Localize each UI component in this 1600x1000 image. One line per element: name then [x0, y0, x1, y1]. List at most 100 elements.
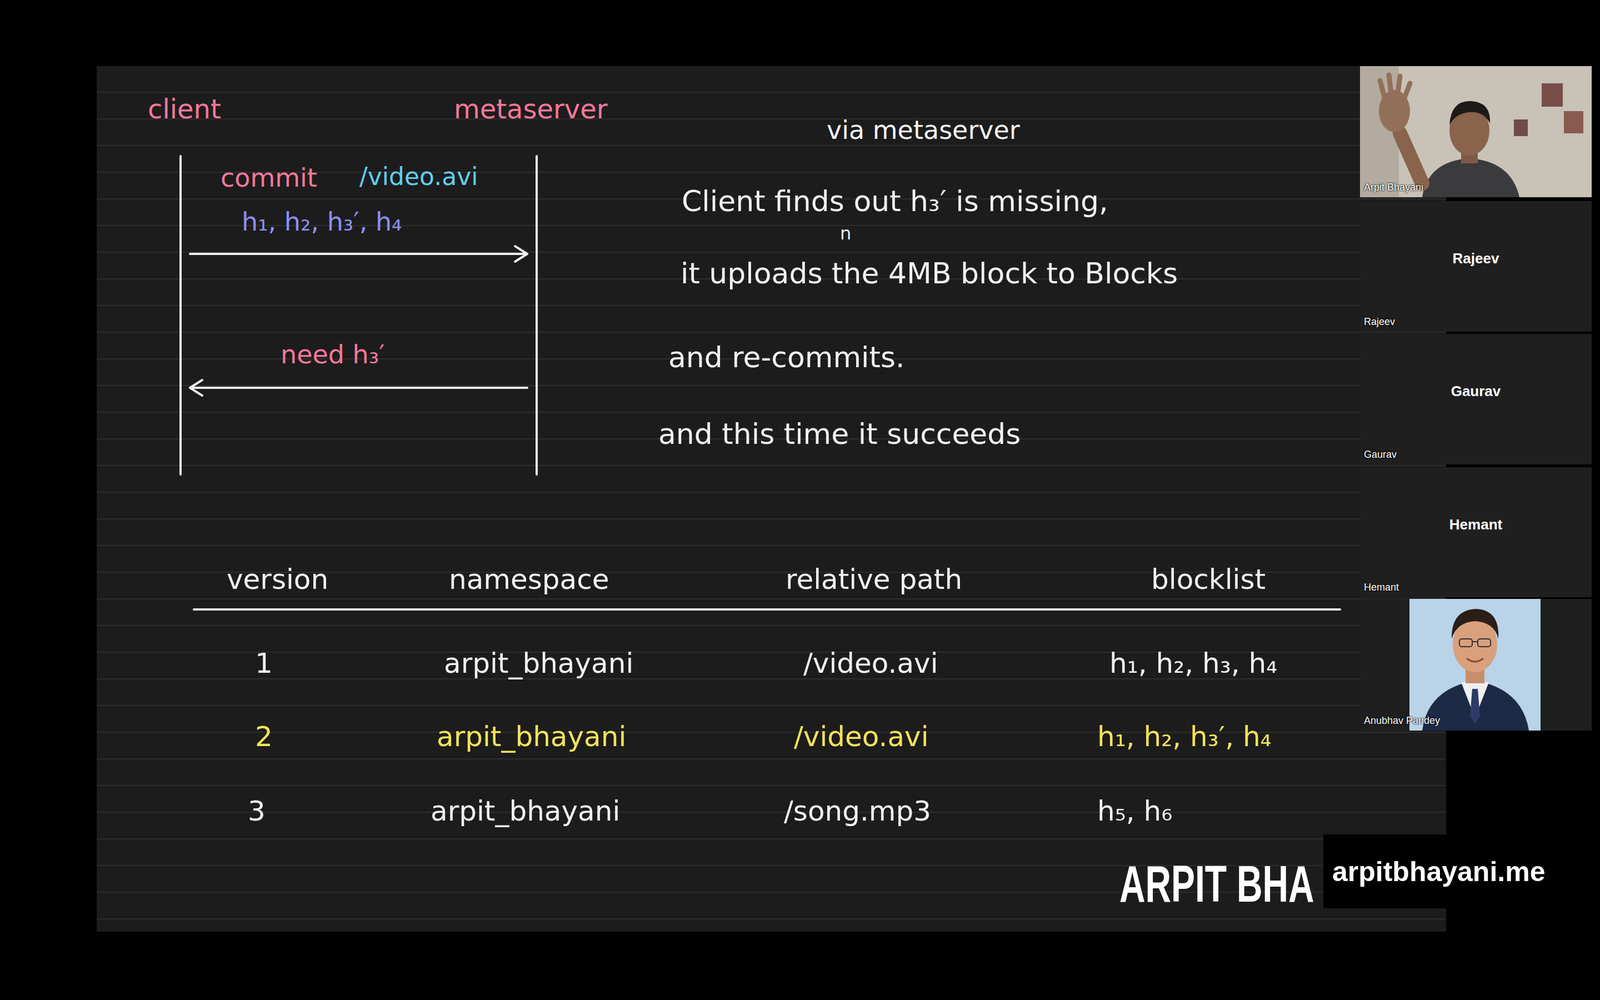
insertion-mark: n: [840, 222, 852, 244]
tile-caption: Hemant: [1360, 581, 1592, 598]
table-cell-text: /video.avi: [793, 720, 929, 753]
smile: [1466, 658, 1484, 662]
table-cell: arpit_bhayani: [443, 646, 634, 680]
tile-spacer: [1360, 598, 1592, 715]
table-cell: 1: [255, 646, 273, 680]
video-tile: [1360, 467, 1592, 598]
video-tile: RajeevRajeev: [1360, 201, 1592, 332]
table-cell-text: arpit_bhayani: [443, 647, 634, 680]
video-tile: [1360, 333, 1592, 465]
table-cell-text: /video.avi: [803, 647, 939, 680]
participant-header: metaserver: [453, 93, 608, 126]
table-cell: 3: [247, 794, 266, 828]
table-header: version: [226, 562, 329, 597]
hand-fingers: [1380, 75, 1410, 98]
arrow-shaft: [190, 252, 528, 255]
message-label: h₁, h₂, h₃′, h₄: [241, 206, 403, 238]
poster: [1541, 83, 1563, 107]
note-heading: via metaserver: [826, 115, 1020, 146]
table-cell-text: 3: [247, 795, 266, 828]
glasses: [1459, 638, 1473, 647]
message-label-text: h₁, h₂, h₃′, h₄: [241, 206, 403, 237]
table-cell: h₅, h₆: [1097, 794, 1173, 828]
table-header: namespace: [448, 562, 609, 597]
table-cell-text: arpit_bhayani: [430, 795, 620, 828]
note-text: Client finds out h₃′ is missing,: [681, 183, 1109, 219]
tile-caption: Gaurav: [1360, 448, 1592, 465]
participant-tile-name: Rajeev: [1360, 201, 1592, 317]
website-url: arpitbhayani.me: [1332, 855, 1545, 888]
person-shirt: [1422, 158, 1520, 198]
table-header-rule: [193, 608, 1340, 611]
video-tile: Anubhav Pandey: [1360, 598, 1592, 731]
table-cell-text: h₅, h₆: [1097, 795, 1173, 828]
message-arrow: [190, 380, 528, 396]
message-label-text: need h₃′: [280, 339, 385, 370]
video-tile: [1360, 598, 1592, 731]
message-arrow: [190, 246, 528, 262]
note-text: and re-commits.: [668, 340, 905, 375]
participant-tile-name: Hemant: [1360, 467, 1592, 582]
message-label-text: commit: [220, 162, 318, 193]
note-text: and this time it succeeds: [658, 416, 1021, 452]
note-text-text: Client finds out h₃′ is missing,: [681, 184, 1109, 218]
table-cell: /video.avi: [793, 720, 929, 754]
table-cell: arpit_bhayani: [430, 794, 620, 828]
table-cell: /song.mp3: [783, 794, 932, 828]
table-cell: arpit_bhayani: [436, 720, 627, 754]
glasses-bridge: [1472, 641, 1478, 643]
table-cell-text: arpit_bhayani: [436, 720, 627, 753]
website-badge: arpitbhayani.me: [1323, 834, 1554, 909]
glasses: [1477, 638, 1491, 647]
arrow-head: [190, 380, 203, 396]
table-cell: /video.avi: [803, 646, 939, 680]
note-heading-text: via metaserver: [826, 115, 1020, 145]
arrow-shaft: [190, 386, 528, 389]
message-path: /video.avi: [359, 162, 478, 192]
tile-caption: Rajeev: [1360, 316, 1592, 332]
message-label: commit: [220, 162, 318, 194]
watermark-text: ARPIT BHA: [1119, 855, 1315, 913]
poster: [1563, 111, 1584, 134]
video-tile: GauravGaurav: [1360, 333, 1592, 465]
participant-name: client: [147, 93, 222, 126]
table-cell: h₁, h₂, h₃, h₄: [1109, 646, 1278, 680]
participant-header: client: [147, 93, 222, 126]
table-header-text: blocklist: [1151, 563, 1266, 596]
client-lifeline: [179, 156, 182, 475]
photo-background: [1409, 598, 1541, 731]
note-text-text: it uploads the 4MB block to Blocks: [680, 256, 1178, 290]
message-path-text: /video.avi: [359, 162, 478, 191]
participant-name: metaserver: [453, 93, 608, 126]
participant-tile-name: Gaurav: [1360, 333, 1592, 449]
poster: [1513, 119, 1528, 137]
table-cell-text: 1: [255, 647, 273, 680]
tile-caption: Anubhav Pandey: [1360, 715, 1592, 731]
video-tile: HemantHemant: [1360, 467, 1592, 598]
video-tile: [1360, 201, 1592, 332]
profile-photo: [1409, 598, 1541, 731]
table-header-text: version: [226, 563, 329, 596]
note-text-text: and this time it succeeds: [658, 417, 1021, 451]
table-cell-text: h₁, h₂, h₃, h₄: [1109, 647, 1278, 680]
tie: [1470, 688, 1480, 724]
table-header-text: relative path: [785, 563, 963, 596]
video-tile: Arpit Bhayani: [1360, 66, 1592, 198]
hair: [1451, 608, 1499, 639]
arrow-head: [515, 246, 528, 262]
insertion-mark-text: n: [840, 222, 852, 244]
table-header: blocklist: [1151, 562, 1266, 597]
table-cell-text: 2: [255, 720, 273, 753]
table-cell: h₁, h₂, h₃′, h₄: [1097, 720, 1272, 754]
table-cell-text: h₁, h₂, h₃′, h₄: [1097, 720, 1272, 753]
message-label: need h₃′: [280, 339, 385, 370]
table-header-text: namespace: [448, 563, 609, 596]
tile-spacer: [1360, 66, 1592, 182]
table-cell: 2: [255, 720, 273, 754]
person-hair: [1449, 101, 1490, 125]
metaserver-lifeline: [535, 156, 538, 475]
table-cell-text: /song.mp3: [783, 795, 932, 828]
watermark: ARPIT BHA: [1119, 853, 1315, 915]
webcam-view: [1360, 66, 1592, 198]
